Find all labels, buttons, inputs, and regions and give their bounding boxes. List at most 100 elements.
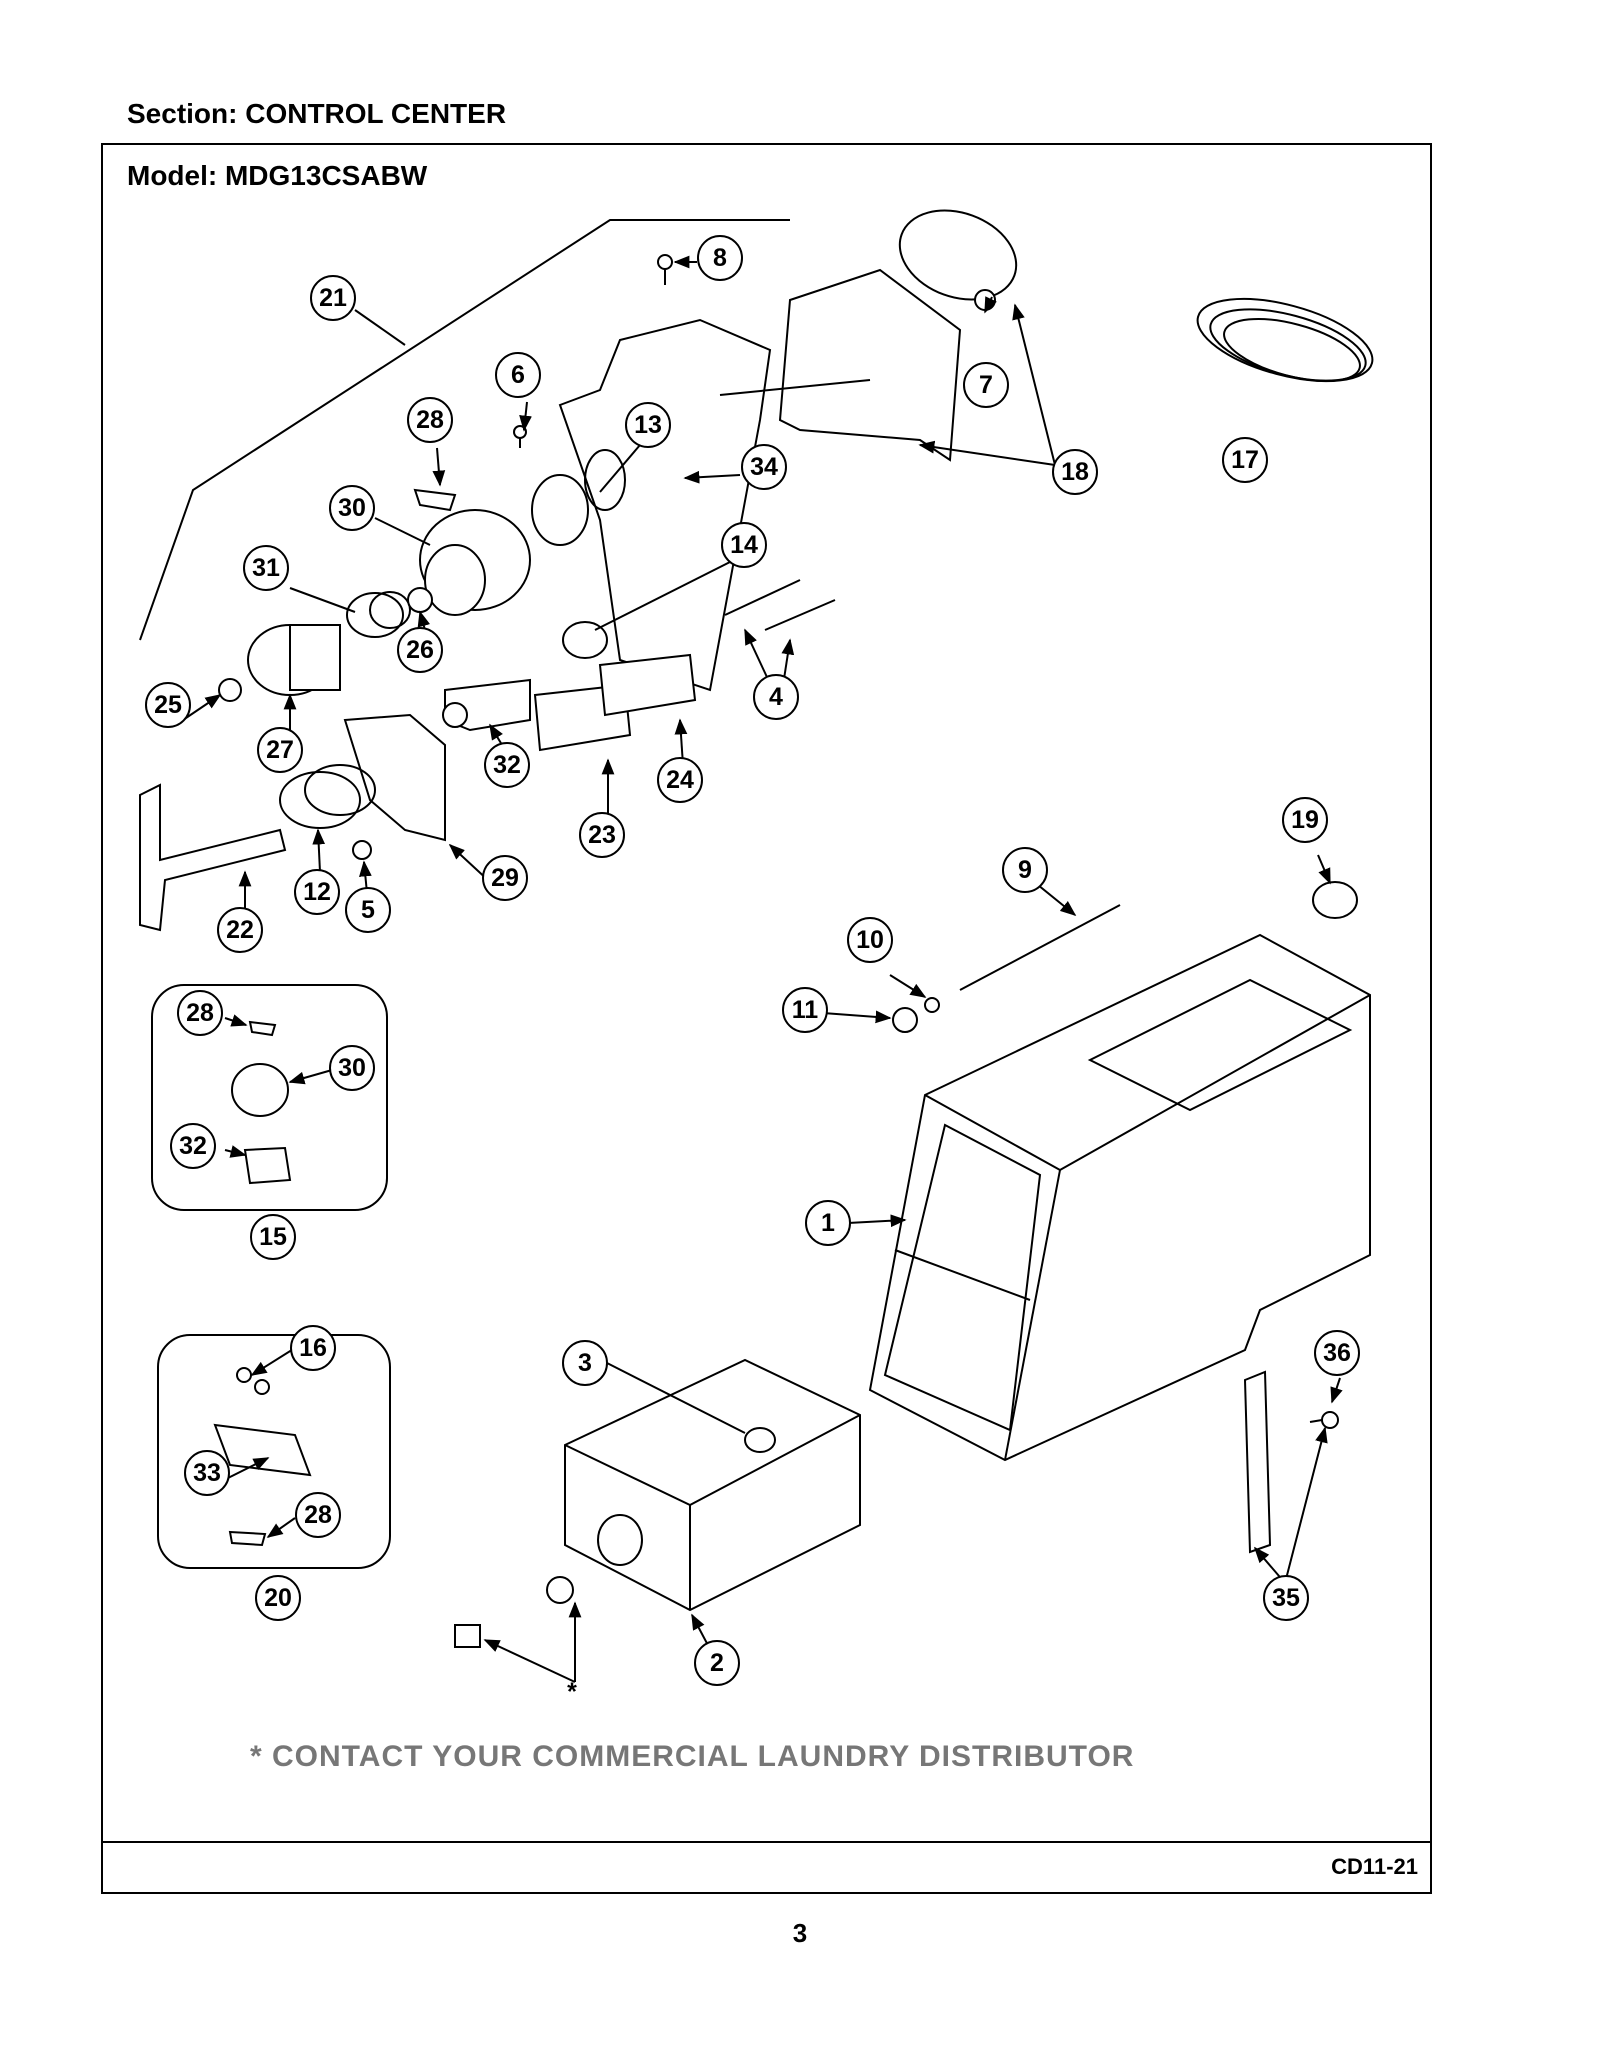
svg-text:6: 6 bbox=[511, 361, 525, 389]
callout-23: 23 bbox=[579, 812, 625, 858]
svg-text:22: 22 bbox=[226, 916, 254, 944]
svg-text:9: 9 bbox=[1018, 856, 1032, 884]
svg-text:7: 7 bbox=[979, 371, 993, 399]
callout-15: 15 bbox=[250, 1214, 296, 1260]
screw-8 bbox=[657, 254, 673, 285]
callout-2: 2 bbox=[694, 1640, 740, 1686]
callout-25: 25 bbox=[145, 682, 191, 728]
nut-11 bbox=[892, 1007, 918, 1033]
svg-text:36: 36 bbox=[1323, 1339, 1351, 1367]
spring-31 bbox=[346, 592, 404, 638]
kit-20-callout-28: 28 bbox=[295, 1492, 341, 1538]
nut-5 bbox=[352, 840, 372, 860]
kit-20-callout-33: 33 bbox=[184, 1450, 230, 1496]
lever-22 bbox=[139, 783, 287, 932]
callout-9: 9 bbox=[1002, 847, 1048, 893]
callout-19: 19 bbox=[1282, 797, 1328, 843]
screw-36 bbox=[1309, 1411, 1339, 1429]
lock-cylinder bbox=[546, 1576, 574, 1604]
svg-text:10: 10 bbox=[856, 926, 884, 954]
footer-rule bbox=[101, 1841, 1432, 1843]
bolt-4a bbox=[724, 579, 801, 616]
svg-text:17: 17 bbox=[1231, 446, 1259, 474]
svg-text:21: 21 bbox=[319, 284, 347, 312]
callout-17: 17 bbox=[1222, 437, 1268, 483]
cam-30 bbox=[419, 509, 531, 616]
spring-12 bbox=[279, 771, 361, 829]
callout-10: 10 bbox=[847, 917, 893, 963]
svg-text:18: 18 bbox=[1061, 458, 1089, 486]
svg-text:5: 5 bbox=[361, 896, 375, 924]
asterisk-marker: * bbox=[567, 1678, 577, 1706]
callout-13: 13 bbox=[625, 402, 671, 448]
rotor-27 bbox=[247, 624, 341, 696]
svg-text:24: 24 bbox=[666, 766, 694, 794]
svg-text:*: * bbox=[567, 1678, 577, 1706]
svg-text:3: 3 bbox=[578, 1349, 592, 1377]
svg-text:14: 14 bbox=[730, 531, 758, 559]
callout-21: 21 bbox=[310, 275, 356, 321]
svg-text:8: 8 bbox=[713, 244, 727, 272]
callout-28: 28 bbox=[407, 397, 453, 443]
callout-6: 6 bbox=[495, 352, 541, 398]
svg-text:15: 15 bbox=[259, 1223, 287, 1251]
callout-34: 34 bbox=[741, 444, 787, 490]
svg-text:20: 20 bbox=[264, 1584, 292, 1612]
callout-36: 36 bbox=[1314, 1330, 1360, 1376]
clip-28 bbox=[413, 488, 457, 512]
callout-20: 20 bbox=[255, 1575, 301, 1621]
contact-note: * CONTACT YOUR COMMERCIAL LAUNDRY DISTRI… bbox=[250, 1740, 1135, 1773]
control-bracket bbox=[558, 318, 772, 692]
coil-13 bbox=[531, 474, 589, 546]
callout-35: 35 bbox=[1263, 1575, 1309, 1621]
kit-15-callout-32: 32 bbox=[170, 1123, 216, 1169]
diagram-frame bbox=[101, 143, 1432, 1894]
section-title: Section: CONTROL CENTER bbox=[127, 98, 507, 129]
svg-text:23: 23 bbox=[588, 821, 616, 849]
kit-15-box bbox=[151, 984, 388, 1211]
svg-text:19: 19 bbox=[1291, 806, 1319, 834]
drawer-2 bbox=[564, 1358, 861, 1612]
kit-15-callout-28: 28 bbox=[177, 990, 223, 1036]
callout-1: 1 bbox=[805, 1200, 851, 1246]
timer-motor bbox=[898, 209, 1018, 301]
model-title: Model: MDG13CSABW bbox=[127, 160, 428, 191]
kit-20-box bbox=[157, 1334, 391, 1569]
callout-4: 4 bbox=[753, 674, 799, 720]
plate-29 bbox=[343, 713, 446, 842]
callout-30: 30 bbox=[329, 485, 375, 531]
svg-text:34: 34 bbox=[750, 453, 778, 481]
svg-text:30: 30 bbox=[338, 1054, 366, 1082]
kit-20-callout-16: 16 bbox=[290, 1325, 336, 1371]
svg-text:35: 35 bbox=[1272, 1584, 1300, 1612]
callout-8: 8 bbox=[697, 235, 743, 281]
svg-text:27: 27 bbox=[266, 736, 294, 764]
washer-10 bbox=[924, 997, 940, 1013]
shaft-9 bbox=[959, 904, 1121, 991]
part-21-bracket-line bbox=[139, 219, 790, 641]
page-number: 3 bbox=[792, 1918, 808, 1948]
callout-27: 27 bbox=[257, 727, 303, 773]
svg-text:13: 13 bbox=[634, 411, 662, 439]
callout-12: 12 bbox=[294, 869, 340, 915]
svg-text:4: 4 bbox=[769, 683, 783, 711]
svg-text:25: 25 bbox=[154, 691, 182, 719]
callout-29: 29 bbox=[482, 855, 528, 901]
svg-text:12: 12 bbox=[303, 878, 331, 906]
svg-text:2: 2 bbox=[710, 1649, 724, 1677]
washer-26 bbox=[407, 587, 433, 613]
callout-26: 26 bbox=[397, 627, 443, 673]
svg-text:16: 16 bbox=[299, 1334, 327, 1362]
svg-text:32: 32 bbox=[179, 1132, 207, 1160]
coil-14 bbox=[562, 621, 608, 659]
callout-11: 11 bbox=[782, 987, 828, 1033]
callout-24: 24 bbox=[657, 757, 703, 803]
key bbox=[454, 1624, 481, 1648]
callout-31: 31 bbox=[243, 545, 289, 591]
nut-25 bbox=[218, 678, 242, 702]
bolt-4b bbox=[764, 599, 836, 631]
svg-text:32: 32 bbox=[493, 751, 521, 779]
svg-text:28: 28 bbox=[416, 406, 444, 434]
svg-text:28: 28 bbox=[186, 999, 214, 1027]
